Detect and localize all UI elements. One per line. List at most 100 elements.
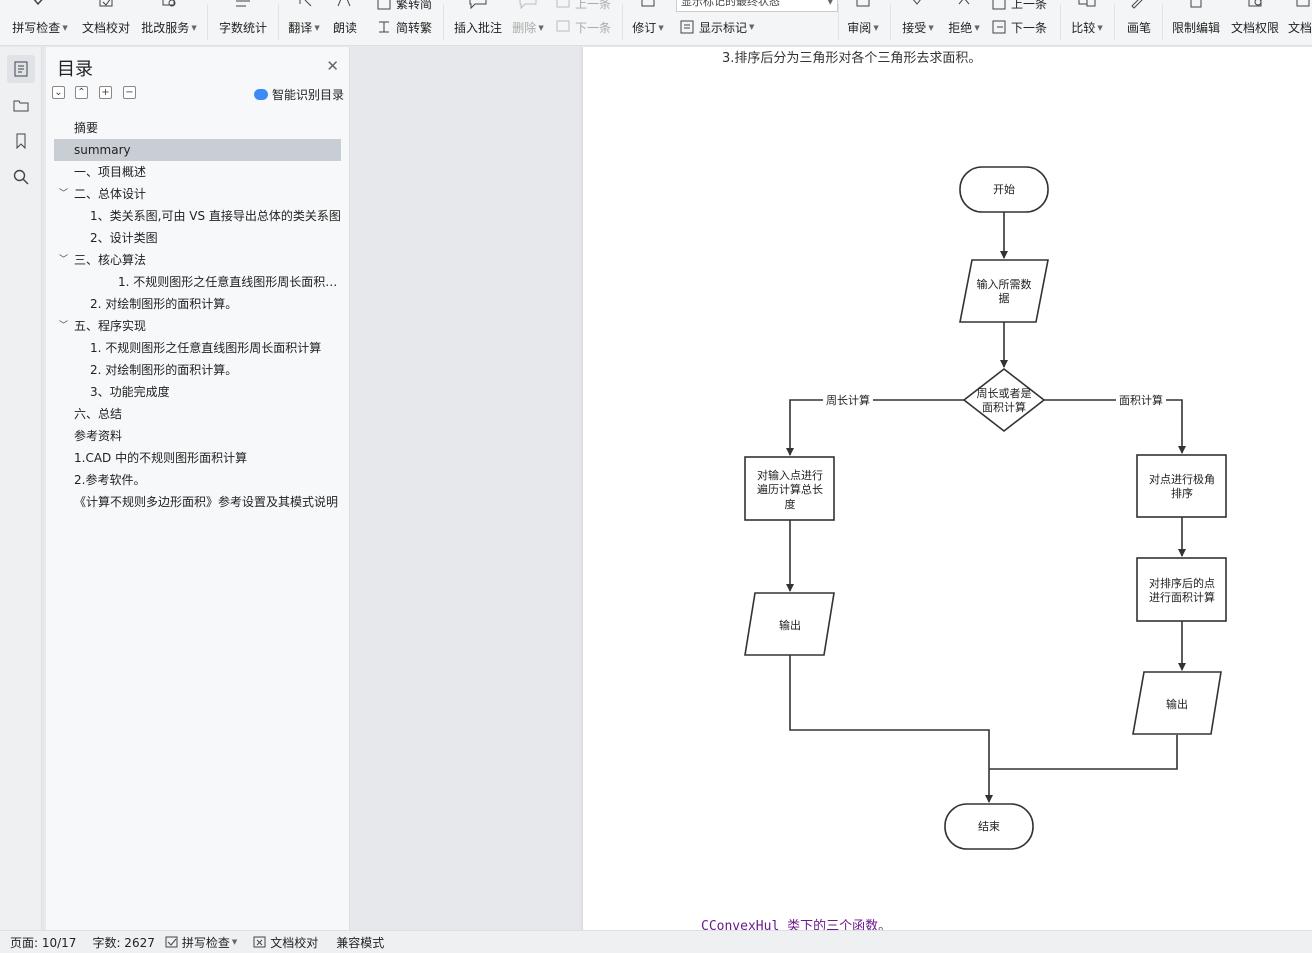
word-count-button[interactable]: 字数统计	[216, 0, 270, 45]
toc-item[interactable]: 《计算不规则多边形面积》参考设置及其模式说明	[74, 495, 339, 509]
toc-item[interactable]: 2.参考软件。	[74, 473, 146, 487]
flow-edge	[1044, 399, 1186, 454]
ribbon-toolbar: 拼写检查▼ 文档校对 批改服务▼ 字数统计 翻译▼ 朗读 繁转简 简转繁 插入批…	[0, 0, 1312, 46]
remove-level-button[interactable]: −	[123, 86, 136, 99]
pen-button[interactable]: 画笔	[1124, 0, 1154, 45]
ribbon-divider	[890, 4, 891, 40]
compare-icon	[1078, 0, 1096, 7]
reject-button[interactable]: 拒绝▼	[946, 0, 982, 45]
prev-change-button[interactable]: 上一条	[992, 0, 1047, 12]
toc-panel: 目录 ✕ ⌄ ⌃ + − 智能识别目录 摘要 summary 一、项目概述 ﹀二…	[46, 47, 350, 930]
ribbon-divider	[622, 4, 623, 40]
toc-item[interactable]: 六、总结	[74, 407, 123, 421]
review-button[interactable]: 审阅▼	[845, 0, 881, 45]
toc-item[interactable]: 1. 不规则图形之任意直线图形周长面积计算	[90, 341, 322, 355]
toc-item[interactable]: summary	[54, 139, 341, 161]
doc-more-button[interactable]: 文档	[1288, 0, 1312, 45]
add-level-button[interactable]: +	[99, 86, 112, 99]
simp-to-trad-button[interactable]: 简转繁	[377, 18, 432, 36]
left-output-node	[744, 592, 835, 656]
doc-proof-button[interactable]: 文档校对	[80, 0, 132, 45]
right-process-node-1	[1136, 454, 1227, 518]
doc-permission-button[interactable]: 文档权限	[1229, 0, 1281, 45]
doc-permission-icon	[1248, 0, 1262, 7]
read-aloud-button[interactable]: 朗读	[330, 0, 360, 45]
next-comment-icon	[556, 20, 570, 32]
next-comment-button[interactable]: 下一条	[556, 18, 611, 36]
accept-label: 接受	[902, 21, 927, 35]
doc-permission-label: 文档权限	[1230, 21, 1279, 35]
chapter-nav-button[interactable]	[7, 91, 35, 119]
expand-up-button[interactable]: ⌃	[75, 86, 88, 99]
bookmark-button[interactable]	[7, 127, 35, 155]
markup-state-select[interactable]: 显示标记的最终状态	[676, 0, 838, 12]
word-count-label: 字数统计	[218, 21, 267, 35]
spell-check-button[interactable]: 拼写检查▼	[10, 0, 70, 45]
branch-right-label: 面积计算	[1119, 393, 1163, 407]
toc-item[interactable]: ﹀五、程序实现	[54, 315, 341, 337]
document-canvas[interactable]: 3.排序后分为三角形对各个三角形去求面积。	[351, 47, 1312, 930]
input-label: 据	[999, 291, 1010, 305]
toc-item[interactable]: 2、设计类图	[90, 231, 158, 245]
toc-item[interactable]: 1、类关系图,可由 VS 直接导出总体的类关系图	[90, 209, 341, 223]
prev-comment-button[interactable]: 上一条	[556, 0, 611, 12]
left-process-node	[744, 456, 835, 521]
page-indicator[interactable]: 页面: 10/17	[10, 935, 77, 950]
toc-item[interactable]: 一、项目概述	[74, 165, 147, 179]
right-process-node-2	[1136, 557, 1227, 622]
chevron-down-icon[interactable]: ﹀	[59, 189, 69, 199]
plus-icon: +	[101, 86, 110, 98]
toc-item[interactable]: 1.CAD 中的不规则图形面积计算	[74, 451, 248, 465]
ribbon-divider	[207, 4, 208, 40]
next-change-button[interactable]: 下一条	[992, 18, 1047, 36]
insert-comment-button[interactable]: 插入批注	[452, 0, 504, 45]
close-icon[interactable]: ✕	[326, 57, 339, 75]
toc-list: 摘要 summary 一、项目概述 ﹀二、总体设计 1、类关系图,可由 VS 直…	[54, 117, 341, 513]
left-process-label: 遍历计算总长	[757, 482, 823, 496]
flow-edge	[786, 399, 964, 456]
review-icon	[856, 0, 870, 7]
smart-toc-button[interactable]: 智能识别目录	[253, 86, 344, 103]
trad-to-simp-button[interactable]: 繁转简	[377, 0, 432, 12]
status-doc-proof-button[interactable]: 文档校对	[253, 934, 318, 951]
delete-comment-button[interactable]: 删除▼	[510, 0, 546, 45]
chevron-down-icon: ⌄	[54, 86, 63, 98]
chevron-down-icon[interactable]: ﹀	[59, 255, 69, 265]
compare-button[interactable]: 比较▼	[1068, 0, 1106, 45]
toc-title: 目录	[57, 59, 93, 80]
accept-button[interactable]: 接受▼	[900, 0, 936, 45]
doc-more-label: 文档	[1288, 21, 1312, 35]
batch-service-label: 批改服务	[141, 21, 190, 35]
branch-left-label: 周长计算	[826, 393, 870, 407]
revise-button[interactable]: 修订▼	[630, 0, 666, 45]
ribbon-divider	[278, 4, 279, 40]
word-count-indicator[interactable]: 字数: 2627	[92, 935, 155, 950]
toc-item[interactable]: ﹀二、总体设计	[54, 183, 341, 205]
compat-mode-indicator: 兼容模式	[336, 935, 385, 950]
toc-item[interactable]: 3、功能完成度	[90, 385, 170, 399]
show-markup-button[interactable]: 显示标记▼	[680, 18, 754, 36]
toc-item[interactable]: 摘要	[74, 121, 99, 135]
reject-label: 拒绝	[948, 21, 973, 35]
status-spell-check-button[interactable]: 拼写检查▼	[165, 934, 237, 951]
toc-item[interactable]: 参考资料	[74, 429, 123, 443]
simp-to-trad-icon	[379, 21, 389, 33]
toc-panel-button[interactable]	[7, 55, 35, 83]
translate-button[interactable]: 翻译▼	[286, 0, 322, 45]
edge-label-bg	[1116, 392, 1166, 408]
doc-proof-label: 文档校对	[81, 21, 130, 35]
delete-comment-label: 删除	[512, 21, 537, 35]
decision-label: 面积计算	[982, 400, 1026, 414]
restrict-edit-button[interactable]: 限制编辑	[1170, 0, 1222, 45]
batch-service-button[interactable]: 批改服务▼	[140, 0, 198, 45]
toc-item[interactable]: 2. 对绘制图形的面积计算。	[90, 297, 238, 311]
collapse-all-button[interactable]: ⌄	[52, 86, 65, 99]
toc-item[interactable]: ﹀三、核心算法	[54, 249, 341, 271]
prev-comment-icon	[556, 0, 570, 8]
chevron-down-icon[interactable]: ﹀	[59, 321, 69, 331]
toc-item[interactable]: 2. 对绘制图形的面积计算。	[90, 363, 238, 377]
search-button[interactable]	[7, 163, 35, 191]
document-page[interactable]: 3.排序后分为三角形对各个三角形去求面积。	[583, 47, 1312, 930]
ribbon-divider	[838, 4, 839, 40]
toc-item[interactable]: 1. 不规则图形之任意直线图形周长面积计算	[118, 275, 341, 289]
